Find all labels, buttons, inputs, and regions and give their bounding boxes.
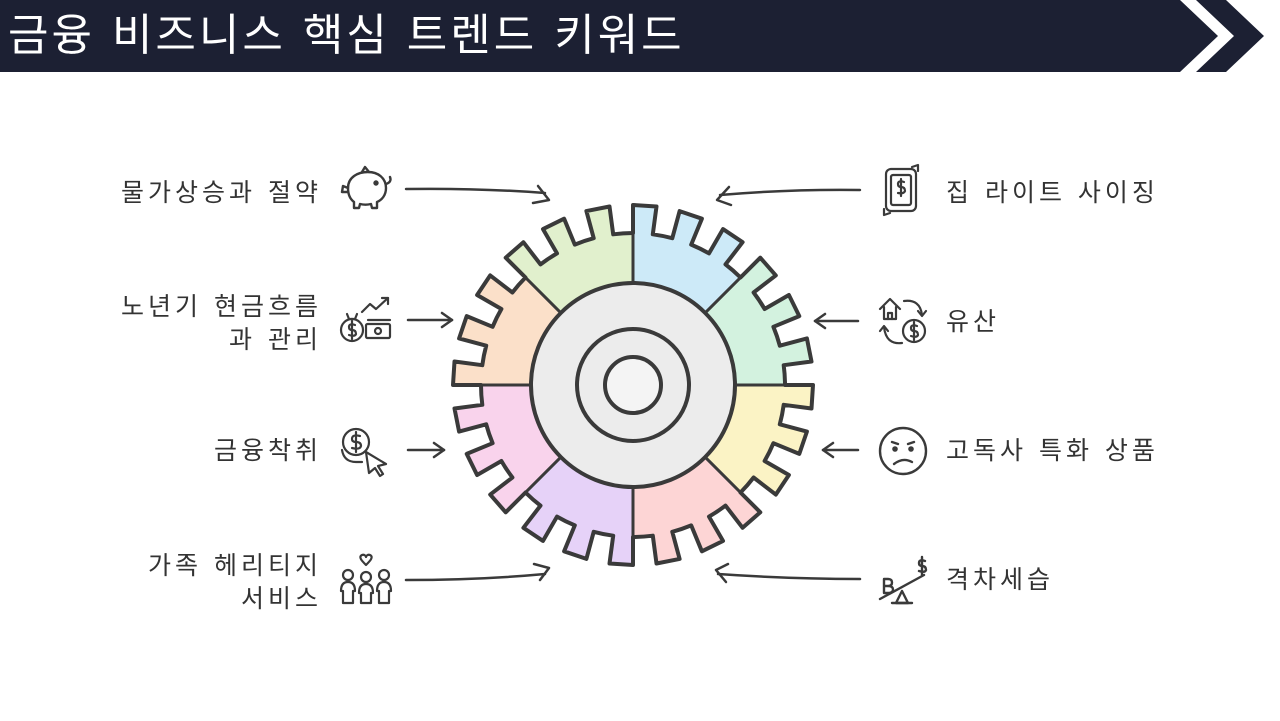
gear-divider: [524, 454, 564, 494]
label-right-3-line1: 고독사 특화 상품: [946, 436, 1159, 465]
coin-cursor-icon: [340, 427, 388, 478]
label-left-2: 노년기 현금흐름 과 관리: [121, 290, 322, 356]
label-right-1: 집 라이트 사이징: [946, 176, 1159, 209]
header-bar: 금융 비즈니스 핵심 트렌드 키워드: [0, 0, 1280, 72]
arrow-left-4: [404, 562, 551, 582]
label-right-4-line1: 격차세습: [946, 565, 1055, 594]
arrow-left-3: [406, 441, 446, 459]
arrow-right-1: [715, 185, 862, 207]
label-right-3: 고독사 특화 상품: [946, 434, 1159, 467]
arrow-right-2: [813, 312, 860, 330]
gear-divider: [524, 276, 564, 316]
label-left-2-line1: 노년기 현금흐름: [121, 292, 322, 321]
arrows: [404, 184, 862, 584]
label-left-2-line2: 과 관리: [229, 325, 322, 354]
money-growth-icon: [339, 296, 392, 343]
label-left-1: 물가상승과 절약: [121, 176, 322, 209]
gear-divider: [702, 276, 742, 316]
arrow-left-1: [404, 184, 551, 205]
label-left-3: 금융착취: [214, 434, 322, 467]
label-right-2: 유산: [946, 305, 1000, 338]
label-right-2-line1: 유산: [946, 307, 1001, 336]
header-banner: [0, 0, 1218, 72]
sad-face-icon: [878, 426, 928, 476]
gear-outline: [451, 203, 815, 567]
label-right-1-line1: 집 라이트 사이징: [946, 178, 1159, 207]
chevron-right-icon: [1196, 0, 1264, 72]
label-left-1-line1: 물가상승과 절약: [121, 178, 322, 207]
label-left-4-line1: 가족 헤리티지: [148, 551, 322, 580]
header-background: [0, 0, 1264, 72]
label-left-4-line2: 서비스: [240, 584, 322, 613]
phone-money-icon: [882, 163, 920, 217]
label-left-4: 가족 헤리티지 서비스: [148, 549, 322, 615]
family-icon: [339, 553, 393, 605]
gear-divider: [702, 454, 742, 494]
label-left-3-line1: 금융착취: [213, 436, 322, 465]
gear-hub-inner: [603, 355, 663, 415]
gear: [451, 203, 815, 567]
arrow-right-3: [821, 441, 860, 459]
arrow-left-2: [406, 311, 454, 329]
piggy-bank-icon: [340, 165, 392, 210]
label-right-4: 격차세습: [946, 563, 1054, 596]
arrow-right-4: [714, 562, 862, 584]
house-money-exchange-icon: [878, 297, 928, 345]
seesaw-icon: [878, 555, 928, 605]
page-title: 금융 비즈니스 핵심 트렌드 키워드: [8, 10, 685, 61]
